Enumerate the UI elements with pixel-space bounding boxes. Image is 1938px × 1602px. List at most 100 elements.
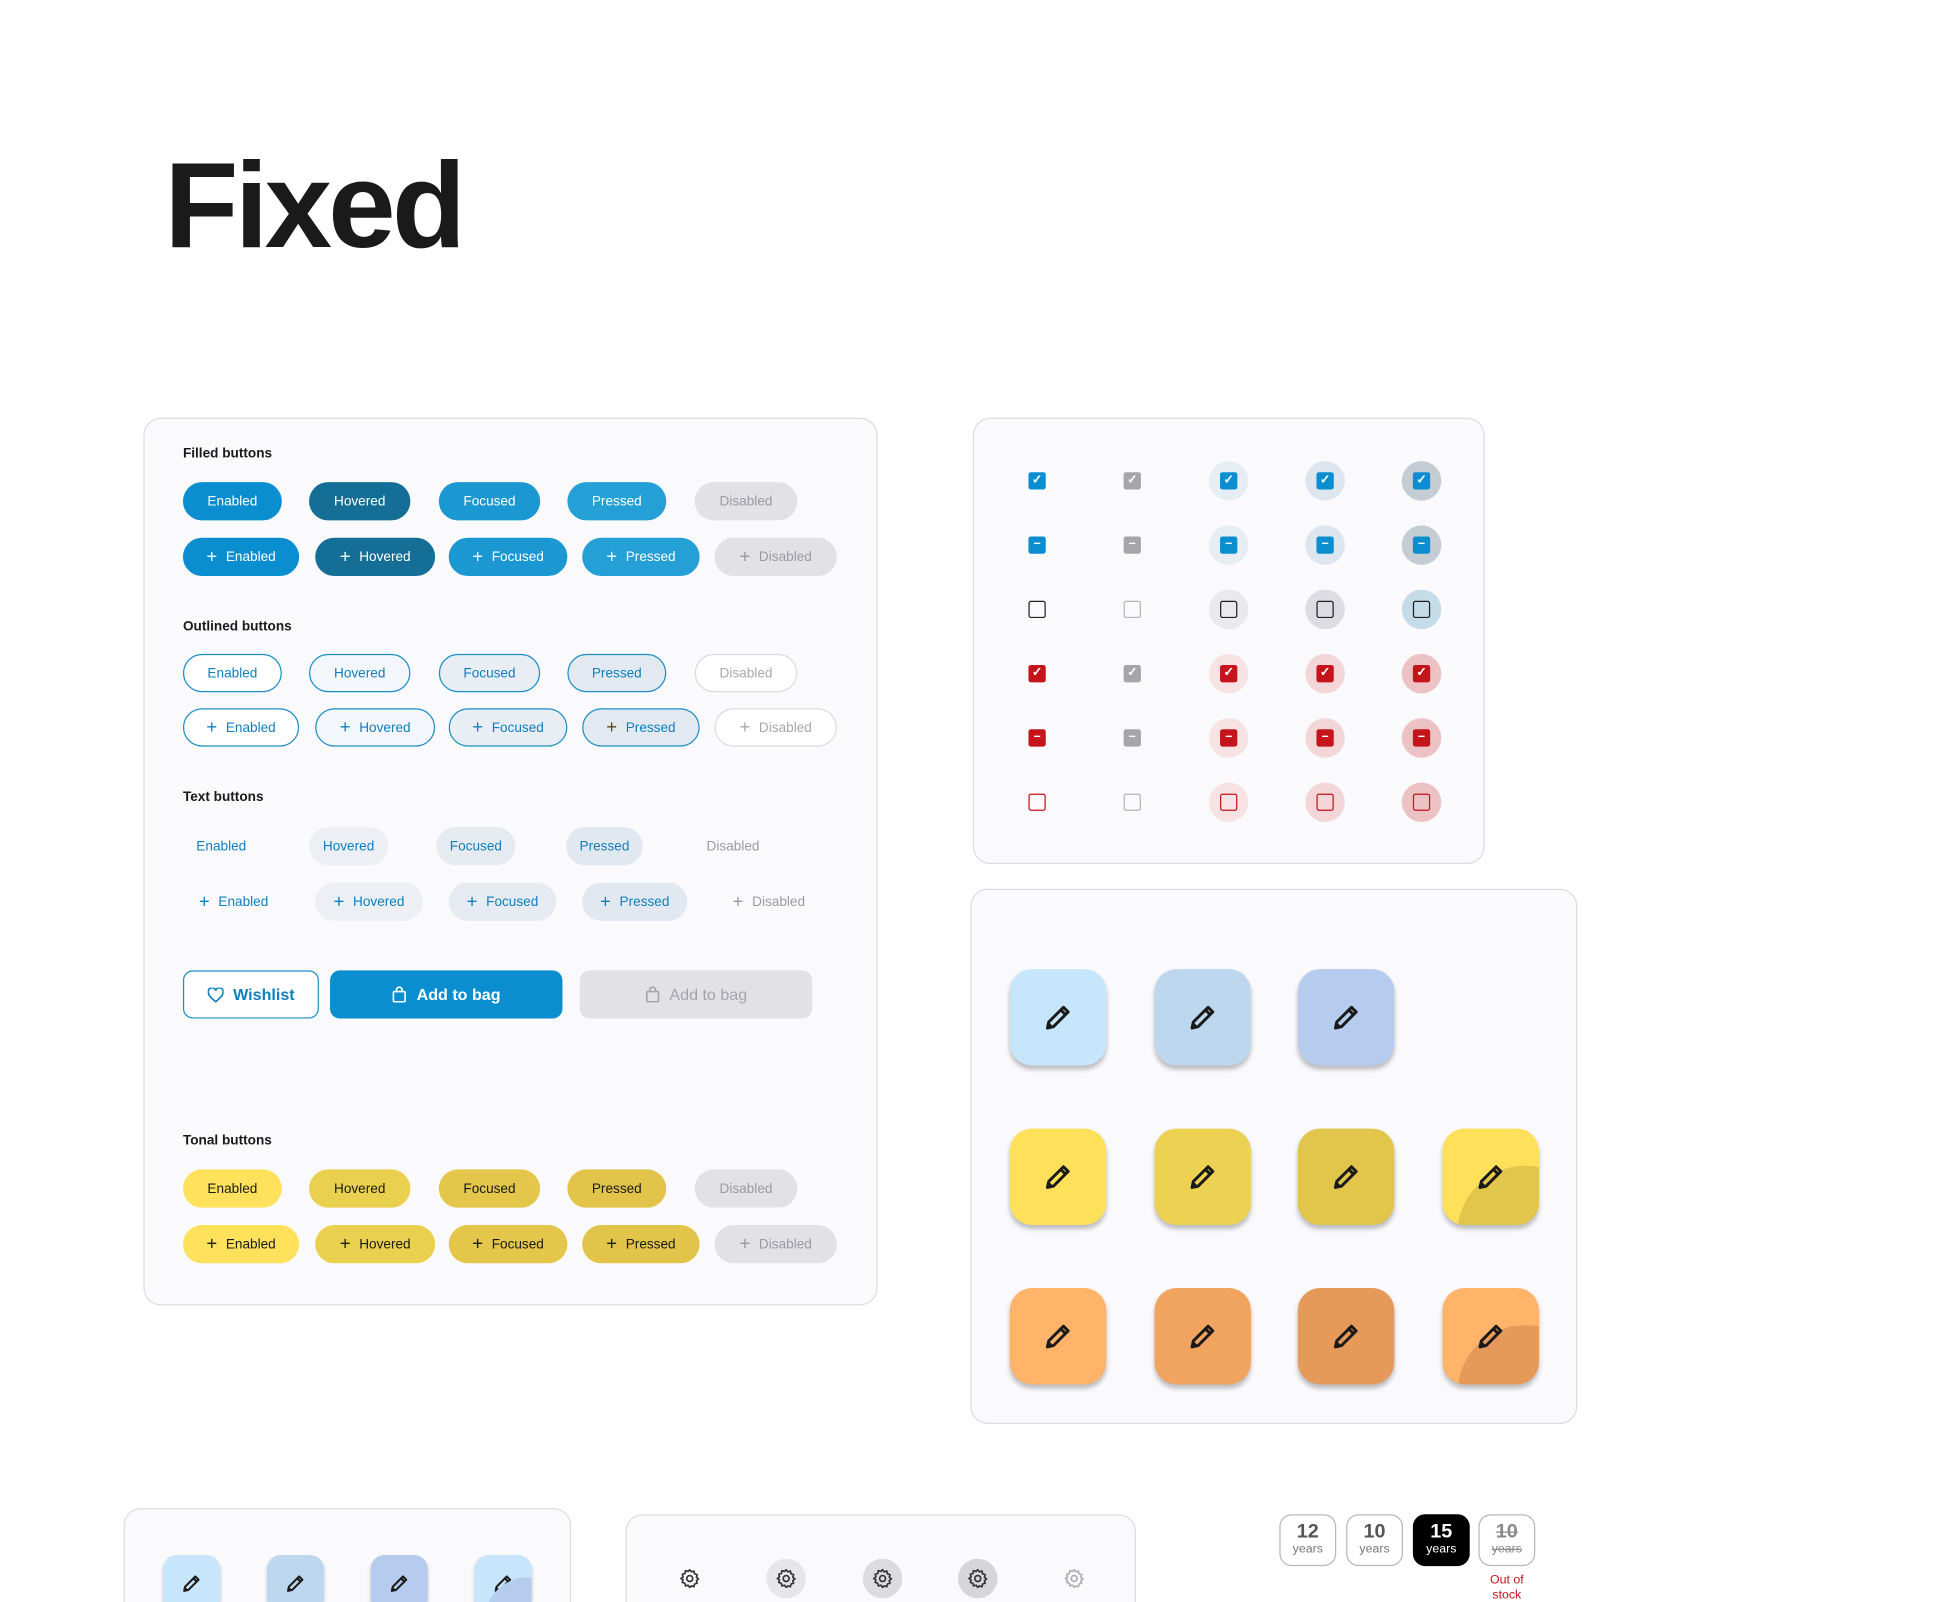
tonal-hovered-button[interactable]: Hovered — [309, 1169, 411, 1208]
outlined-disabled-icon-button[interactable]: +Disabled — [714, 708, 837, 747]
tonal-pressed-button[interactable]: Pressed — [567, 1169, 667, 1208]
checkbox-checked-blue-hovered[interactable]: ✓ — [1208, 461, 1249, 501]
text-hovered-button[interactable]: Hovered — [309, 826, 389, 866]
checkbox-indeterminate-blue-pressed[interactable]: − — [1401, 525, 1442, 565]
text-enabled-button[interactable]: Enabled — [183, 827, 260, 865]
checkbox-indeterminate-blue-enabled[interactable]: − — [1017, 525, 1057, 565]
checkbox-unchecked-red-enabled[interactable] — [1017, 782, 1057, 822]
checkbox-unchecked-red-disabled[interactable] — [1113, 782, 1153, 822]
filled-enabled-button[interactable]: Enabled — [182, 482, 282, 521]
checkbox-unchecked-focused[interactable] — [1305, 589, 1345, 630]
fab-yellow-focused[interactable] — [1297, 1128, 1395, 1225]
checkbox-indeterminate-red-enabled[interactable]: − — [1017, 718, 1057, 758]
add-to-bag-button[interactable]: Add to bag — [330, 970, 563, 1019]
fab-blue-focused[interactable] — [1297, 969, 1395, 1066]
filled-enabled-icon-button[interactable]: +Enabled — [182, 537, 300, 577]
checkbox-checked-blue-pressed[interactable]: ✓ — [1401, 461, 1442, 501]
fab-yellow-pressed[interactable] — [1442, 1128, 1539, 1225]
fab-orange-pressed[interactable] — [1442, 1288, 1539, 1385]
text-pressed-button[interactable]: Pressed — [566, 826, 643, 866]
checkbox-indeterminate-red-hovered[interactable]: − — [1208, 718, 1249, 758]
filled-disabled-button[interactable]: Disabled — [694, 482, 798, 521]
checkbox-indeterminate-red-focused[interactable]: − — [1305, 718, 1345, 758]
mini-fab-focused[interactable] — [370, 1555, 428, 1602]
filled-focused-icon-button[interactable]: +Focused — [448, 537, 568, 577]
wishlist-button[interactable]: Wishlist — [182, 970, 319, 1019]
gear-button-focused[interactable] — [862, 1558, 903, 1599]
checkbox-checked-blue-focused[interactable]: ✓ — [1305, 461, 1345, 501]
checkbox-checked-blue-disabled[interactable]: ✓ — [1113, 461, 1153, 501]
text-disabled-button[interactable]: Disabled — [693, 827, 772, 865]
tonal-focused-icon-button[interactable]: +Focused — [448, 1224, 568, 1264]
checkbox-unchecked-pressed[interactable] — [1401, 589, 1442, 630]
gear-button-disabled[interactable] — [1054, 1559, 1094, 1599]
fab-orange-enabled[interactable] — [1009, 1288, 1107, 1385]
fab-orange-hovered[interactable] — [1154, 1288, 1251, 1385]
outlined-pressed-button[interactable]: Pressed — [567, 653, 667, 693]
filled-hovered-icon-button[interactable]: +Hovered — [315, 537, 436, 577]
filled-focused-button[interactable]: Focused — [438, 482, 541, 521]
checkbox-indeterminate-red-disabled[interactable]: − — [1113, 718, 1153, 758]
outlined-hovered-button[interactable]: Hovered — [309, 653, 411, 693]
text-focused-icon-button[interactable]: +Focused — [448, 882, 557, 921]
checkbox-checked-red-hovered[interactable]: ✓ — [1208, 653, 1249, 694]
checkbox-unchecked-disabled[interactable] — [1113, 590, 1153, 630]
checkbox-unchecked-enabled[interactable] — [1017, 590, 1057, 630]
checkbox-checked-red-disabled[interactable]: ✓ — [1113, 654, 1153, 694]
checkbox-unchecked-red-hovered[interactable] — [1208, 782, 1249, 823]
tonal-disabled-icon-button[interactable]: +Disabled — [714, 1224, 837, 1264]
tonal-pressed-icon-button[interactable]: +Pressed — [582, 1224, 700, 1264]
checkbox-indeterminate-blue-hovered[interactable]: − — [1208, 525, 1249, 565]
text-hovered-icon-button[interactable]: +Hovered — [315, 882, 423, 921]
text-disabled-icon-button[interactable]: +Disabled — [714, 883, 823, 921]
button-label: Pressed — [625, 1236, 676, 1252]
checkbox-unchecked-hovered[interactable] — [1208, 589, 1249, 630]
fab-blue-hovered[interactable] — [1154, 969, 1251, 1066]
outlined-enabled-icon-button[interactable]: +Enabled — [182, 708, 300, 747]
outlined-enabled-button[interactable]: Enabled — [182, 653, 282, 693]
fab-blue-enabled[interactable] — [1009, 969, 1107, 1066]
tonal-disabled-button[interactable]: Disabled — [694, 1169, 798, 1208]
checkbox-checked-red-enabled[interactable]: ✓ — [1017, 654, 1057, 694]
tonal-hovered-icon-button[interactable]: +Hovered — [315, 1224, 436, 1264]
outlined-pressed-icon-button[interactable]: +Pressed — [582, 708, 700, 747]
checkbox-indeterminate-blue-focused[interactable]: − — [1305, 525, 1345, 565]
gear-button-hovered[interactable] — [766, 1558, 806, 1599]
checkbox-checked-red-pressed[interactable]: ✓ — [1401, 653, 1442, 694]
mini-fab-hovered[interactable] — [267, 1555, 324, 1602]
filled-pressed-button[interactable]: Pressed — [567, 482, 667, 521]
text-focused-button[interactable]: Focused — [436, 826, 516, 866]
checkbox-indeterminate-red-pressed[interactable]: − — [1401, 718, 1442, 758]
outlined-focused-icon-button[interactable]: +Focused — [448, 708, 568, 747]
checkbox-checked-blue-enabled[interactable]: ✓ — [1017, 461, 1057, 501]
checkbox-unchecked-red-focused[interactable] — [1305, 782, 1345, 823]
checkbox-indeterminate-blue-disabled[interactable]: − — [1113, 525, 1153, 565]
tonal-focused-button[interactable]: Focused — [438, 1169, 541, 1208]
gear-button-enabled[interactable] — [670, 1559, 710, 1599]
fab-yellow-enabled[interactable] — [1009, 1128, 1107, 1225]
tonal-enabled-icon-button[interactable]: +Enabled — [182, 1224, 300, 1264]
tonal-enabled-button[interactable]: Enabled — [182, 1169, 282, 1208]
filled-hovered-button[interactable]: Hovered — [309, 482, 411, 521]
gear-button-pressed[interactable] — [957, 1558, 998, 1599]
text-pressed-icon-button[interactable]: +Pressed — [582, 882, 688, 921]
add-to-bag-disabled-button[interactable]: Add to bag — [579, 970, 813, 1019]
filled-pressed-icon-button[interactable]: +Pressed — [582, 537, 700, 577]
text-enabled-icon-button[interactable]: +Enabled — [183, 883, 284, 921]
checkbox-checked-red-focused[interactable]: ✓ — [1305, 653, 1345, 694]
fab-orange-focused[interactable] — [1297, 1288, 1395, 1385]
outlined-disabled-button[interactable]: Disabled — [694, 653, 798, 693]
outlined-focused-button[interactable]: Focused — [438, 653, 541, 693]
mini-fab-enabled[interactable] — [163, 1555, 221, 1602]
mini-fab-pressed[interactable] — [474, 1555, 532, 1602]
outlined-hovered-icon-button[interactable]: +Hovered — [315, 708, 436, 747]
fab-yellow-hovered[interactable] — [1154, 1128, 1251, 1225]
checkbox-unchecked-red-pressed[interactable] — [1401, 782, 1442, 823]
outlined-buttons-title: Outlined buttons — [182, 619, 292, 635]
filled-disabled-icon-button[interactable]: +Disabled — [714, 537, 837, 577]
